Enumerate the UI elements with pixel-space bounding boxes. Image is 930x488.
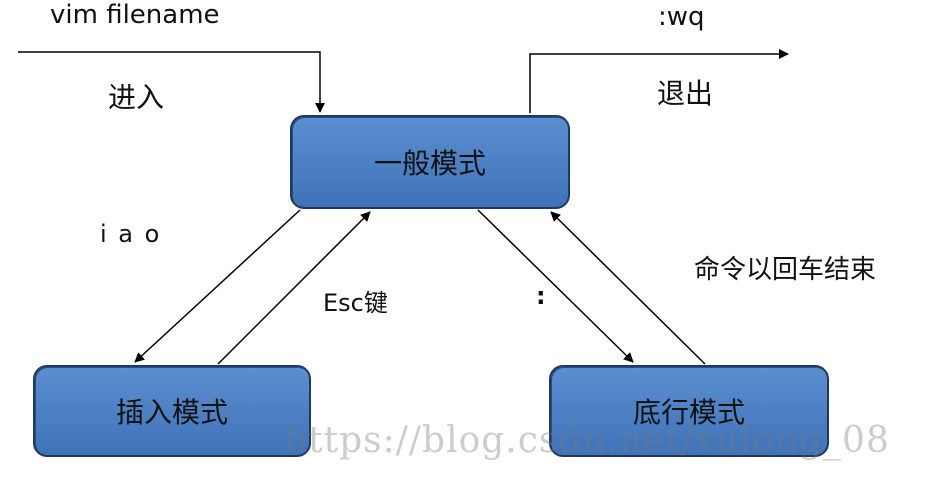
watermark: https://blog.csdn.net/xulong_08 [284,420,890,461]
insert-mode-box: 插入模式 [33,365,311,457]
insert-to-normal-arrow [217,211,371,365]
last-line-mode-label: 底行模式 [632,396,745,429]
command-ends-label: 命令以回车结束 [694,255,877,285]
exit-arrow [529,49,789,113]
enter-arrow [18,51,325,113]
vim-filename-label: vim filename [50,0,220,30]
normal-mode-box: 一般模式 [290,115,570,209]
wq-label: :wq [658,2,705,32]
esc-key-label: Esc键 [323,289,388,317]
normal-to-lastline-arrow [477,209,634,363]
last-line-mode-box: 底行模式 [549,365,829,457]
exit-label: 退出 [657,77,714,110]
insert-mode-label: 插入模式 [115,396,228,429]
normal-mode-label: 一般模式 [373,147,486,180]
lastline-to-normal-arrow [550,211,706,365]
colon-label: : [536,282,546,310]
normal-to-insert-arrow [134,209,301,363]
enter-label: 进入 [108,81,165,114]
insert-keys-label: i a o [100,220,162,248]
